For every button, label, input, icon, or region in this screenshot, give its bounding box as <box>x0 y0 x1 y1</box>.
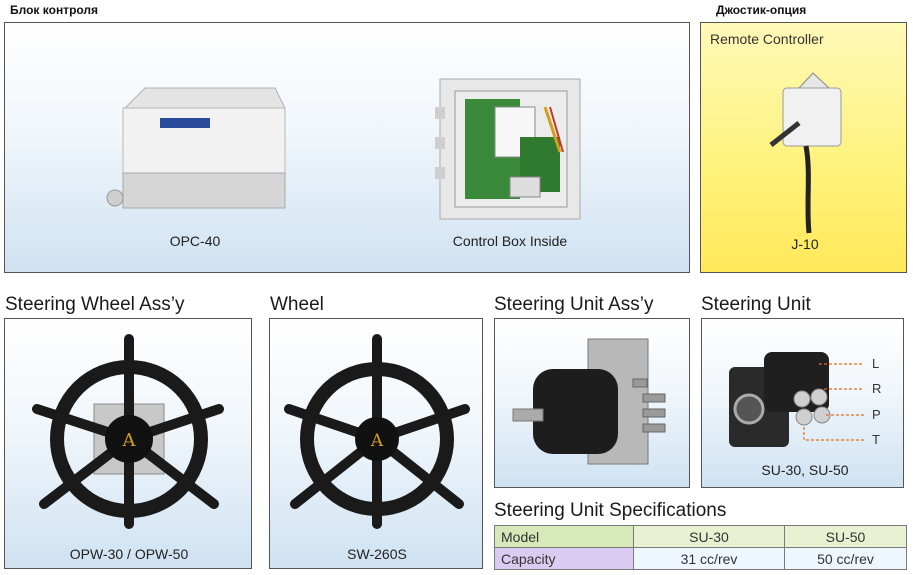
wheel-title: Wheel <box>270 294 324 315</box>
steering-unit-title: Steering Unit <box>701 294 811 315</box>
remote-controller-title: Remote Controller <box>710 31 824 47</box>
steering-unit-caption: SU-30, SU-50 <box>761 462 849 478</box>
port-label-l: L <box>872 356 880 371</box>
opc-40-caption: OPC-40 <box>169 233 221 249</box>
wheel-sw-260s-image: A <box>284 334 470 529</box>
remote-controller-panel: Remote Controller J-10 <box>700 22 907 273</box>
control-box-panel: OPC-40 Control Box Inside <box>4 22 690 273</box>
steering-wheel-assy-image: A <box>32 334 224 529</box>
port-label-r: R <box>872 381 882 396</box>
wheel-caption: SW-260S <box>347 546 407 562</box>
port-label-p: P <box>872 407 881 422</box>
steering-unit-assy-title: Steering Unit Ass’y <box>494 294 654 315</box>
steering-unit-image <box>729 352 864 447</box>
steering-unit-assy-panel <box>494 318 690 488</box>
spec-capacity-su30: 31 cc/rev <box>633 547 785 570</box>
svg-text:A: A <box>370 431 384 451</box>
steering-unit-panel: L R P T SU-30, SU-50 <box>701 318 904 488</box>
spec-model-su50: SU-50 <box>784 525 907 548</box>
joystick-option-heading: Джостик-опция <box>716 3 807 17</box>
specifications-title: Steering Unit Specifications <box>494 500 727 521</box>
joystick-j10-image <box>769 72 842 234</box>
spec-capacity-su50: 50 cc/rev <box>784 547 907 570</box>
steering-wheel-assy-panel: A OPW-30 / OPW-50 <box>4 318 252 569</box>
spec-model-su30: SU-30 <box>633 525 785 548</box>
control-block-heading: Блок контроля <box>10 3 99 17</box>
spec-capacity-label: Capacity <box>494 547 634 570</box>
remote-controller-caption: J-10 <box>791 236 819 252</box>
svg-text:A: A <box>122 430 137 451</box>
steering-wheel-assy-title: Steering Wheel Ass’y <box>5 294 185 315</box>
steering-wheel-assy-caption: OPW-30 / OPW-50 <box>69 546 189 562</box>
port-label-t: T <box>872 432 880 447</box>
spec-capacity-row: Capacity 31 cc/rev 50 cc/rev <box>494 547 907 570</box>
opc-40-box-image <box>106 87 286 209</box>
control-box-inside-caption: Control Box Inside <box>452 233 568 249</box>
spec-header-row: Model SU-30 SU-50 <box>494 525 907 548</box>
steering-unit-assy-image <box>512 338 666 465</box>
specifications-table: Model SU-30 SU-50 Capacity 31 cc/rev 50 … <box>494 525 907 570</box>
spec-model-label: Model <box>494 525 634 548</box>
wheel-panel: A SW-260S <box>269 318 483 569</box>
control-box-inside-image <box>435 78 581 220</box>
